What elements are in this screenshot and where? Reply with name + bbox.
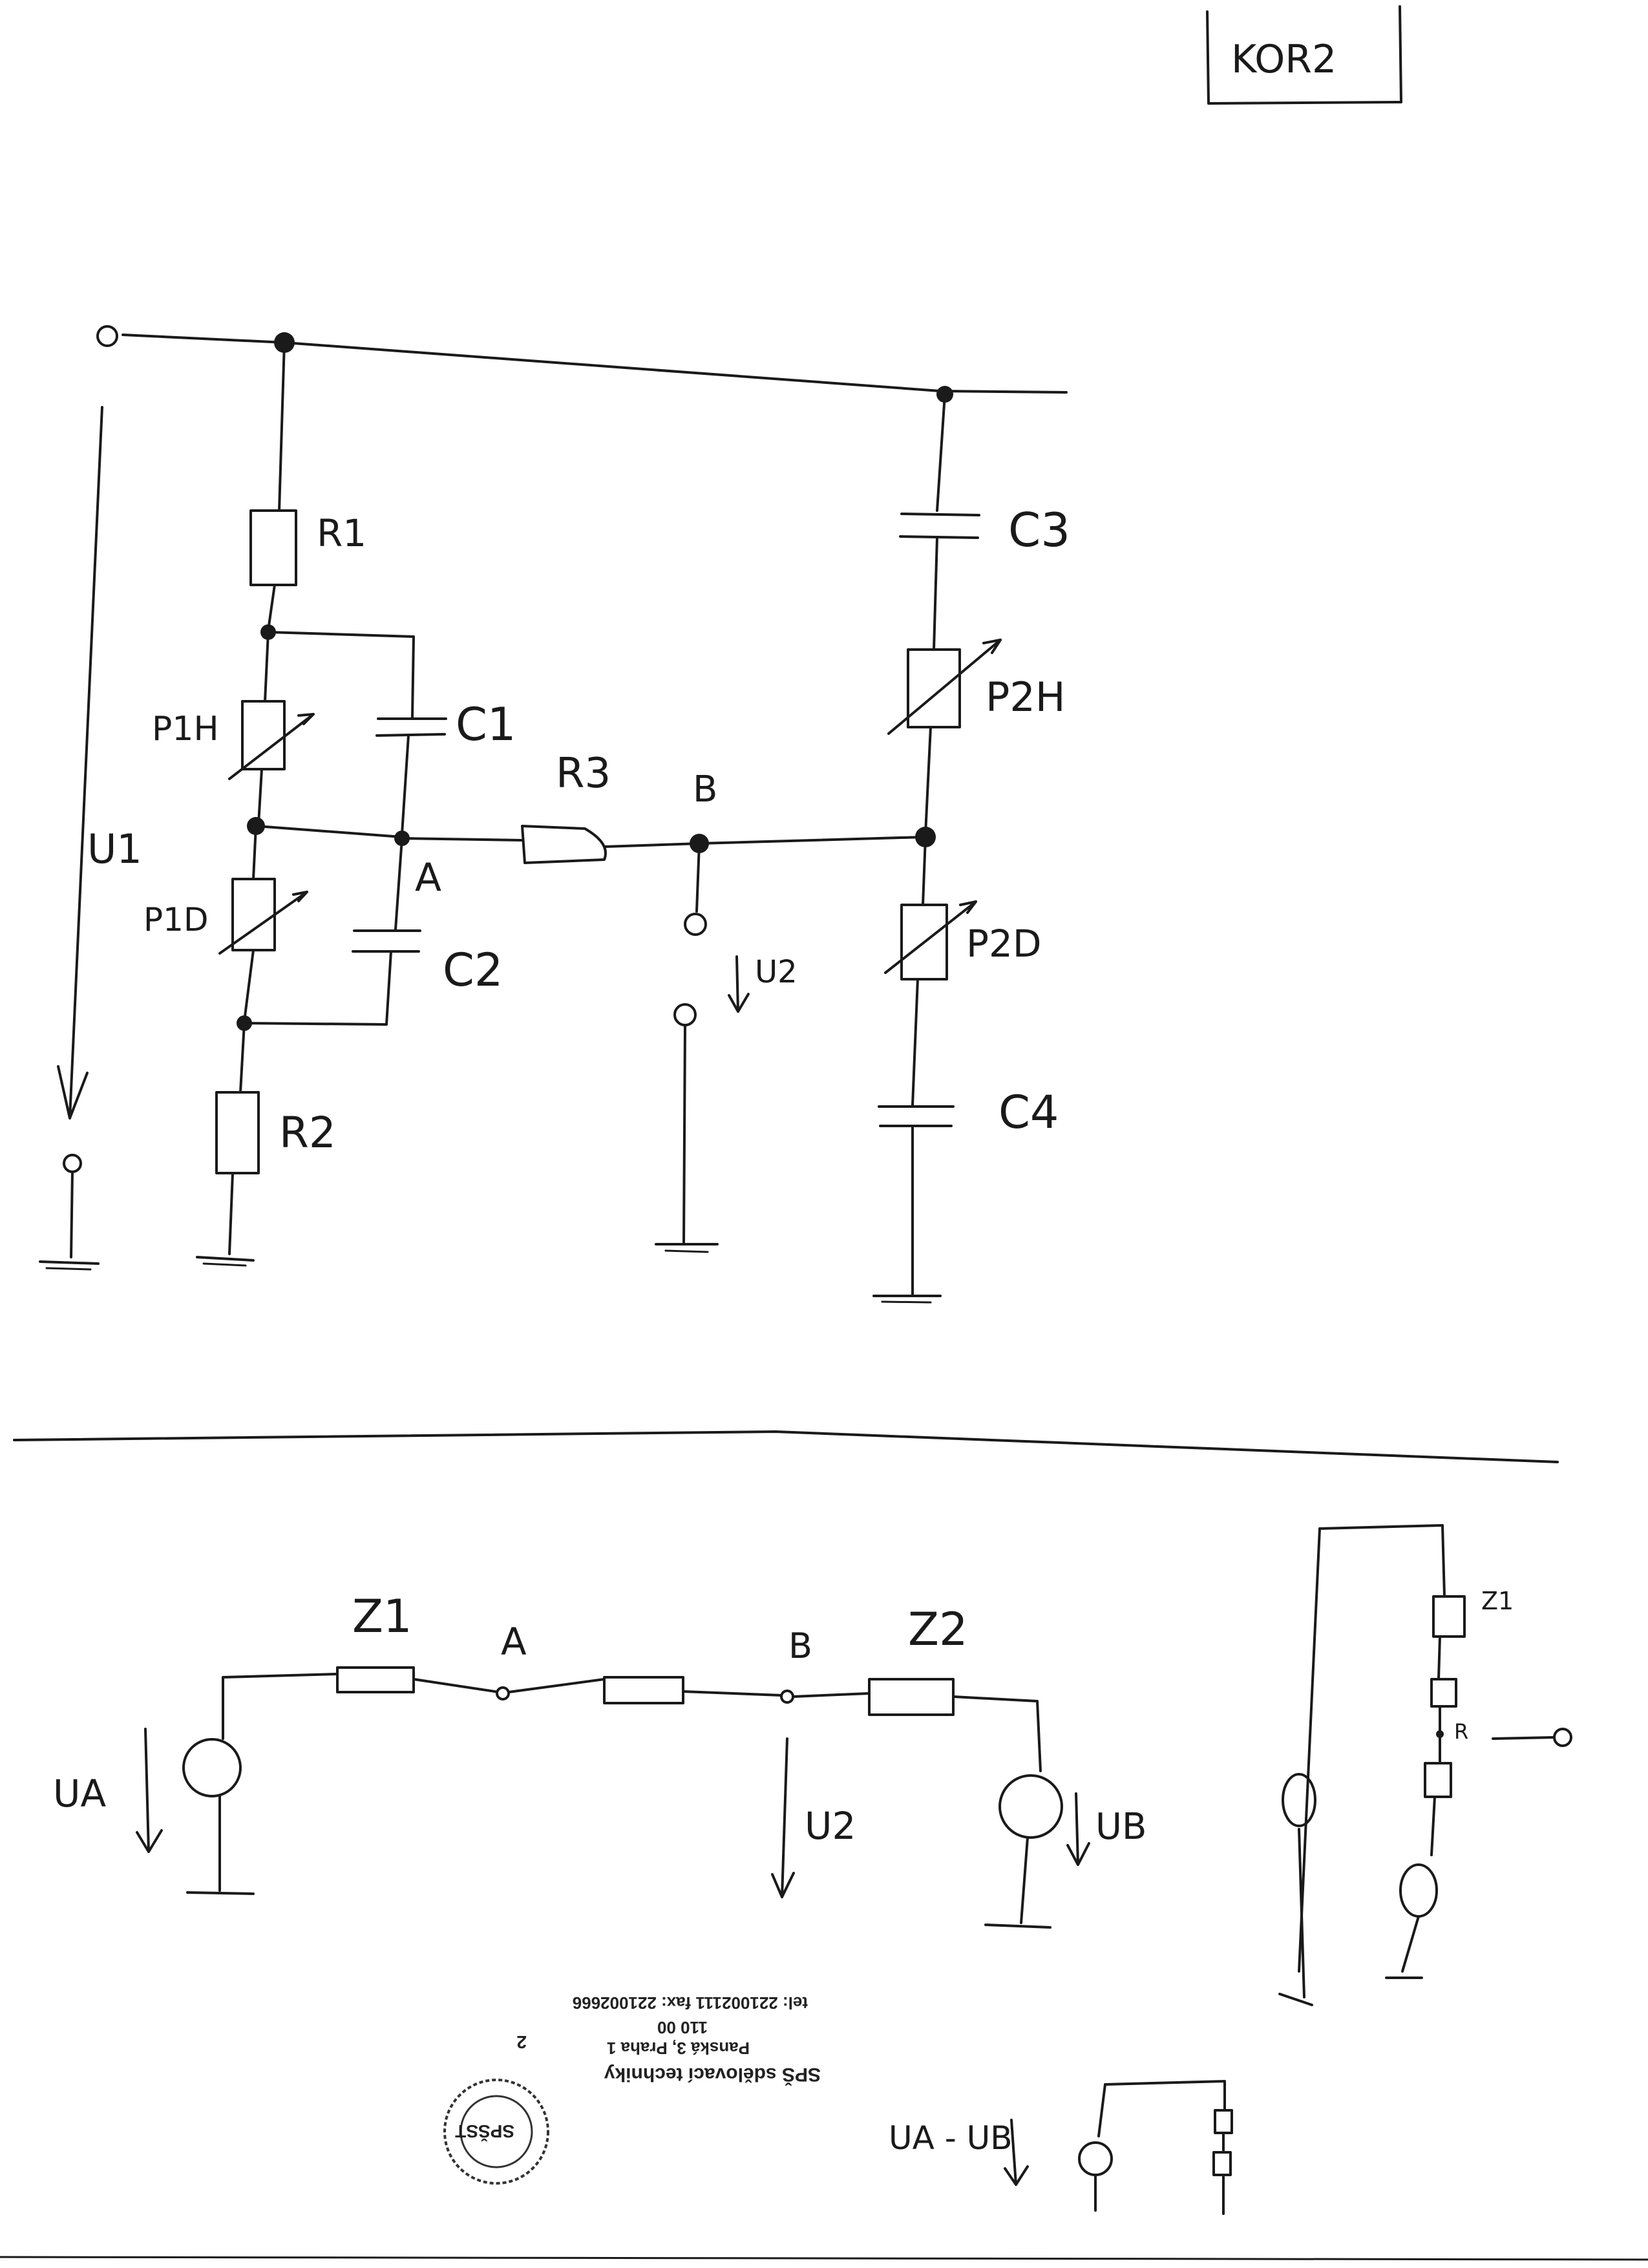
node-a-eq (496, 1686, 510, 1701)
impedance-z2 (868, 1678, 955, 1716)
label-p2d: P2D (966, 922, 1042, 966)
ua-arrow (136, 1728, 163, 1853)
bottom-element-1 (1214, 2109, 1233, 2134)
sketch-element-3 (1424, 1762, 1452, 1798)
stamp-postcode: 110 00 (657, 2018, 708, 2037)
label-r3: R3 (556, 750, 611, 798)
u2-eq-arrow (771, 1737, 795, 1898)
stamp-school: SPŠ sdělovací techniky (604, 2064, 821, 2086)
u1-arrow (57, 406, 103, 1119)
impedance-mid (603, 1676, 684, 1704)
label-c1: C1 (456, 698, 516, 751)
label-c2: C2 (443, 944, 503, 997)
input-terminal (96, 325, 118, 347)
label-u1: U1 (87, 825, 142, 873)
label-b: B (693, 768, 717, 811)
label-p2h: P2H (986, 673, 1065, 721)
bottom-source (1078, 2141, 1113, 2176)
label-ua: UA (53, 1772, 106, 1816)
u2-terminal-bottom (673, 1003, 697, 1026)
impedance-z1 (336, 1666, 415, 1693)
stamp-address: Panská 3, Praha 1 (607, 2039, 750, 2058)
label-a: A (415, 855, 441, 900)
label-u2: U2 (755, 954, 798, 990)
label-ub: UB (1095, 1806, 1146, 1848)
label-p1h: P1H (152, 710, 219, 748)
stamp-contact: tel: 221002111 fax: 221002666 (573, 1993, 808, 2013)
stamp-page-number: 2 (516, 2032, 527, 2052)
stamp-seal-text: SPŠST (455, 2121, 514, 2142)
source-ub (998, 1774, 1063, 1839)
label-b-eq: B (788, 1626, 812, 1666)
sheet-tag: KOR2 (1231, 37, 1336, 82)
resistor-r3 (521, 825, 607, 864)
bottom-element-2 (1212, 2151, 1232, 2176)
u2-terminal-top (684, 913, 707, 936)
source-ua (182, 1738, 242, 1797)
label-z1: Z1 (352, 1590, 412, 1643)
u1-terminal-bottom (63, 1154, 82, 1173)
side-sketch: Z1 R (1278, 1524, 1572, 2006)
page-bottom-edge (0, 2256, 1648, 2261)
potentiometer-p2d (900, 904, 948, 980)
label-c3: C3 (1008, 503, 1070, 557)
equivalent-circuit: Z1 A B Z2 UA U2 UB (53, 1590, 1146, 1929)
school-stamp: SPŠ sdělovací techniky Panská 3, Praha 1… (516, 1993, 821, 2086)
potentiometer-p2h (907, 648, 961, 728)
resistor-r2 (215, 1091, 260, 1174)
label-p1d: P1D (143, 901, 208, 938)
resistor-r1 (249, 509, 297, 586)
sketch-source-right (1399, 1863, 1438, 1918)
section-divider (13, 1430, 1559, 1463)
label-c4: C4 (998, 1086, 1059, 1139)
sketch-source-left (1282, 1773, 1316, 1827)
sketch-z1 (1432, 1595, 1466, 1638)
label-ua-minus-ub: UA - UB (889, 2119, 1013, 2157)
label-u2-eq: U2 (805, 1804, 856, 1848)
node-b-eq (780, 1690, 794, 1704)
potentiometer-p1h (241, 700, 286, 770)
sketch-terminal (1553, 1728, 1572, 1747)
stamp-seal: SPŠST (443, 2079, 549, 2185)
sketch-node-r (1436, 1730, 1444, 1738)
bottom-sketch: UA - UB (889, 2080, 1233, 2215)
u2-arrow (728, 955, 750, 1013)
label-r1: R1 (317, 511, 366, 555)
sketch-element-2 (1430, 1678, 1457, 1708)
sheet-tag-box: KOR2 (1206, 5, 1402, 105)
bridge-circuit: R1 C1 P1H A P1D C2 R (39, 325, 1070, 1304)
label-r2: R2 (279, 1108, 336, 1158)
sketch-label-r: R (1454, 1719, 1468, 1744)
sketch-label-z1: Z1 (1481, 1587, 1514, 1615)
label-a-eq: A (501, 1620, 527, 1664)
label-z2: Z2 (908, 1603, 968, 1656)
ub-arrow (1066, 1792, 1090, 1866)
